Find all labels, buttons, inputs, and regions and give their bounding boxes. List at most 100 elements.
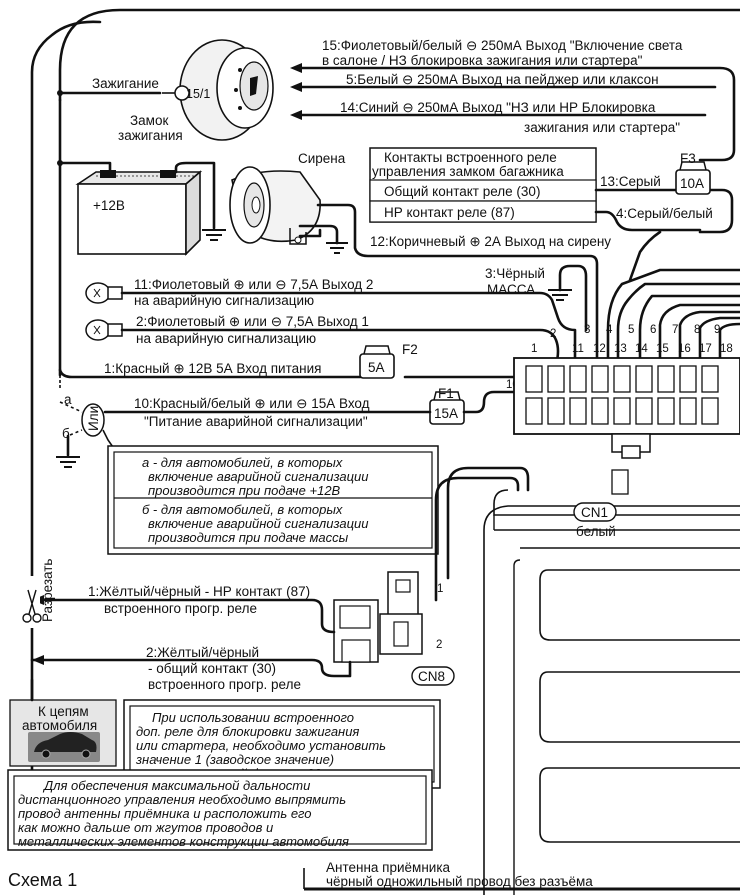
wire-1-label: 1:Красный ⊕ 12В 5А Вход питания [104, 361, 321, 376]
or-switch [56, 375, 105, 468]
relay-box-row-1: Общий контакт реле (30) [384, 184, 540, 199]
relay-box-row-2: НР контакт реле (87) [384, 205, 515, 220]
antenna-label-2: чёрный одножильный провод без разъёма [326, 874, 593, 889]
arrow-icon [290, 82, 302, 92]
wire-11 [120, 291, 577, 394]
relay-box-title-2: управления замком багажника [372, 164, 564, 179]
cn1-color-label: белый [576, 524, 616, 539]
wire-2-label-1: 2:Фиолетовый ⊕ или ⊖ 7,5А Выход 1 [136, 314, 369, 329]
wire-13-label: 13:Серый [600, 174, 661, 189]
svg-text:16: 16 [678, 343, 691, 355]
battery-label: +12В [93, 198, 125, 213]
svg-text:13: 13 [614, 343, 627, 355]
cn8-badge [411, 666, 455, 686]
note-relay-line-3: или стартера, необходимо установить [136, 738, 386, 753]
note-antenna-line-3: провод антенны приёмника и расположить е… [18, 806, 312, 821]
note-antenna-line-2: дистанционного управления необходимо вып… [18, 792, 346, 807]
cut-label: Разрезать [40, 559, 55, 622]
wire-3 [558, 264, 588, 332]
relay-contacts-box [369, 147, 597, 223]
wire-14-label-1: 14:Синий ⊖ 250мА Выход "НЗ или НР Блокир… [340, 100, 656, 115]
svg-text:2: 2 [550, 328, 556, 340]
car-icon [34, 732, 97, 759]
cn1-label: CN1 [581, 505, 608, 520]
option-b-label: б [62, 426, 70, 441]
ignition-label: Зажигание [92, 76, 159, 91]
cn8-wire-2 [434, 476, 520, 602]
siren [229, 166, 321, 245]
fuse-f2-label: F2 [402, 342, 418, 357]
left-trunk-wire [30, 20, 102, 842]
wire-10-end [462, 390, 532, 414]
pin-top-row: 1 11 12 13 14 15 16 17 18 [531, 343, 733, 355]
svg-text:18: 18 [720, 343, 733, 355]
scissors-icon [22, 576, 42, 628]
massa-label-1: 3:Чёрный [485, 266, 545, 281]
battery-ground-wire [174, 161, 216, 230]
wire-15 [298, 66, 736, 162]
wire-13-cont [698, 188, 734, 234]
cn8-out-1 [30, 598, 336, 634]
pin-numbers: 2 3 4 5 6 7 8 9 [550, 324, 720, 340]
massa-label-2: МАССА [487, 282, 535, 297]
wire-11-label-2: на аварийную сигнализацию [134, 293, 314, 308]
alarm-unit [483, 469, 740, 895]
cn8-out-2 [30, 658, 352, 678]
cn8-2-label-2: - общий контакт (30) [148, 661, 276, 676]
cn1-badge [573, 502, 617, 522]
cn8-pin-2: 2 [436, 639, 442, 651]
battery [75, 170, 203, 256]
ground-icon [548, 289, 572, 301]
fuse-f1-label: F1 [438, 386, 454, 401]
svg-text:4: 4 [606, 324, 613, 336]
svg-text:6: 6 [650, 324, 656, 336]
siren-label: Сирена [298, 151, 346, 166]
note-b-line-1: б - для автомобилей, в которых [142, 502, 343, 517]
arrow-icon [32, 655, 44, 665]
note-relay-line-4: значение 1 (заводское значение) [135, 752, 334, 767]
note-a-line-3: производится при подаче +12В [148, 483, 341, 498]
note-relay-line-2: доп. реле для блокировки зажигания [136, 724, 359, 739]
scheme-title: Схема 1 [8, 870, 77, 890]
arrow-icon [290, 63, 302, 73]
note-relay-line-1: При использовании встроенного [152, 710, 354, 725]
wire-14-label-2: зажигания или стартера" [524, 120, 680, 135]
wire-12-label: 12:Коричневый ⊕ 2А Выход на сирену [370, 234, 611, 249]
svg-text:5: 5 [628, 324, 634, 336]
siren-ground-wire [298, 228, 322, 238]
wire-4-label: 4:Серый/белый [616, 206, 713, 221]
svg-text:15: 15 [656, 343, 669, 355]
arrow-icon [290, 110, 302, 120]
note-b-line-3: производится при подаче массы [148, 530, 349, 545]
wire-bundle [606, 230, 740, 394]
svg-text:17: 17 [699, 343, 712, 355]
wire-15-label-1: 15:Фиолетовый/белый ⊖ 250мА Выход "Включ… [322, 38, 683, 53]
wire-1 [58, 368, 362, 379]
note-antenna-line-5: металлических элементов конструкции авто… [18, 834, 349, 849]
lock-label-1: Замок [130, 113, 168, 128]
main-connector [513, 357, 740, 459]
option-a-label: а [64, 392, 72, 407]
note-antenna-box [7, 769, 433, 851]
svg-text:14: 14 [635, 343, 648, 355]
wire-5-label: 5:Белый ⊖ 250мА Выход на пейджер или кла… [346, 72, 659, 87]
wire-2-label-2: на аварийную сигнализацию [136, 331, 316, 346]
svg-text:12: 12 [593, 343, 606, 355]
top-loop-wire [58, 8, 740, 102]
svg-text:8: 8 [694, 324, 700, 336]
wire-4 [594, 210, 702, 232]
note-antenna-line-1: Для обеспечения максимальной дальности [42, 778, 310, 793]
note-b-line-2: включение аварийной сигнализации [148, 516, 368, 531]
wire-10-label-1: 10:Красный/белый ⊕ или ⊖ 15А Вход [134, 396, 370, 411]
car-box-line-2: автомобиля [22, 718, 97, 733]
wire-11-label-1: 11:Фиолетовый ⊕ или ⊖ 7,5А Выход 2 [134, 277, 373, 292]
cn8-1-label-2: встроенного прогр. реле [104, 601, 257, 616]
or-label: Или [86, 406, 101, 431]
lock-label-2: зажигания [118, 128, 183, 143]
car-box-line-1: К цепям [38, 704, 89, 719]
battery-wire [58, 161, 112, 174]
svg-text:7: 7 [672, 324, 678, 336]
svg-text:9: 9 [714, 324, 720, 336]
ground-icon [326, 242, 348, 254]
lamp-icon [85, 319, 123, 341]
